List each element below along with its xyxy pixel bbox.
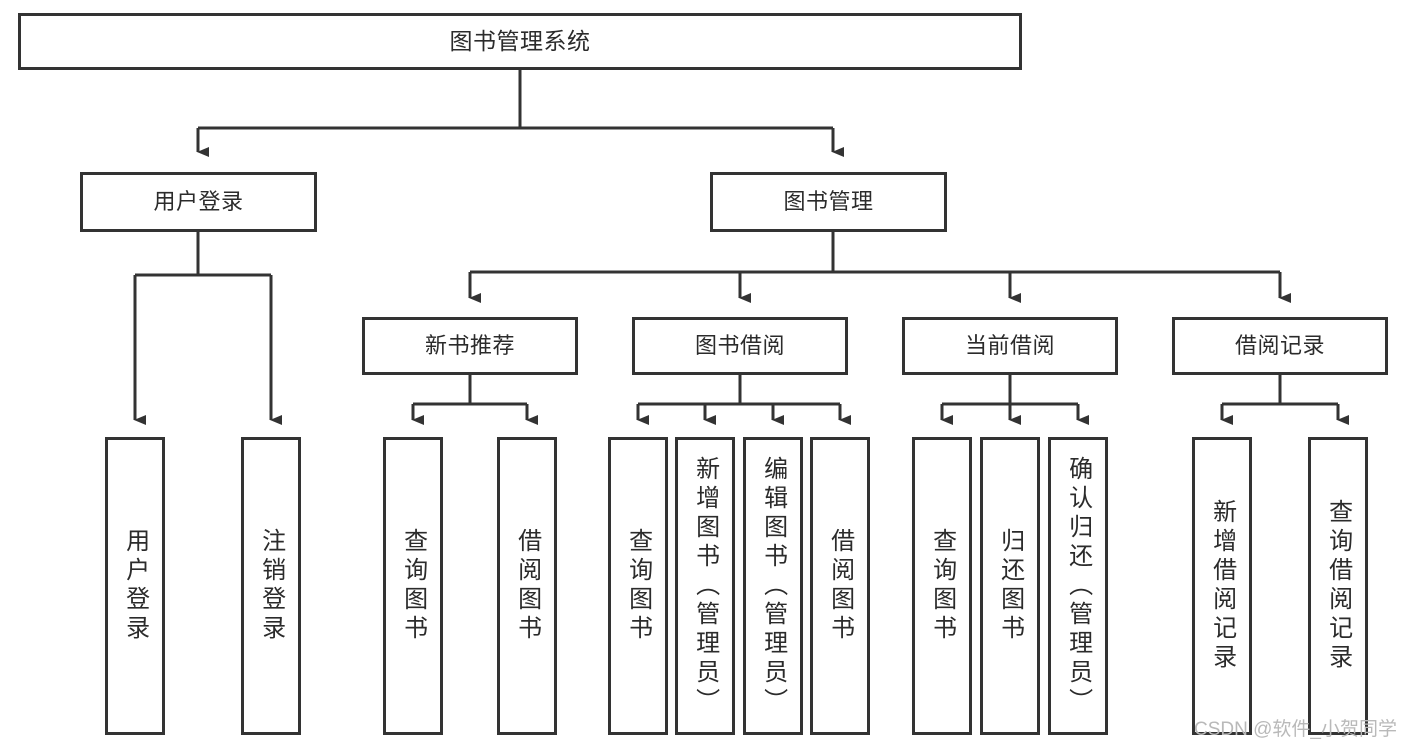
node-borrow-record-label: 借阅记录 (1234, 333, 1325, 359)
leaf-user-login-0-label: 用户登录 (121, 528, 149, 644)
leaf-current-borrow-0[interactable]: 查询图书 (912, 437, 972, 735)
node-root-label: 图书管理系统 (449, 27, 591, 54)
leaf-new-book-1[interactable]: 借阅图书 (497, 437, 557, 735)
leaf-current-borrow-0-label: 查询图书 (928, 528, 956, 644)
leaf-book-borrow-3-label: 借阅图书 (826, 528, 854, 644)
node-book-borrow[interactable]: 图书借阅 (632, 317, 848, 375)
node-new-book-recommend[interactable]: 新书推荐 (362, 317, 578, 375)
leaf-current-borrow-2[interactable]: 确认归还（管理员） (1048, 437, 1108, 735)
leaf-current-borrow-2-label: 确认归还（管理员） (1064, 455, 1092, 717)
leaf-book-borrow-1-label: 新增图书（管理员） (691, 455, 719, 717)
leaf-user-login-1-label: 注销登录 (257, 528, 285, 644)
node-borrow-record[interactable]: 借阅记录 (1172, 317, 1388, 375)
node-book-borrow-label: 图书借阅 (694, 333, 785, 359)
leaf-book-borrow-2[interactable]: 编辑图书（管理员） (743, 437, 803, 735)
node-user-login-label: 用户登录 (153, 189, 244, 215)
leaf-new-book-0[interactable]: 查询图书 (383, 437, 443, 735)
leaf-book-borrow-3[interactable]: 借阅图书 (810, 437, 870, 735)
leaf-current-borrow-1[interactable]: 归还图书 (980, 437, 1040, 735)
node-root-system[interactable]: 图书管理系统 (18, 13, 1022, 70)
leaf-current-borrow-1-label: 归还图书 (996, 528, 1024, 644)
leaf-borrow-record-0-label: 新增借阅记录 (1208, 499, 1236, 673)
node-book-management-label: 图书管理 (783, 189, 874, 215)
leaf-book-borrow-0-label: 查询图书 (624, 528, 652, 644)
node-new-book-recommend-label: 新书推荐 (424, 333, 515, 359)
leaf-book-borrow-0[interactable]: 查询图书 (608, 437, 668, 735)
leaf-user-login-1[interactable]: 注销登录 (241, 437, 301, 735)
watermark-text: CSDN @软件_小贺同学 (1194, 719, 1397, 740)
leaf-borrow-record-1[interactable]: 查询借阅记录 (1308, 437, 1368, 735)
leaf-borrow-record-0[interactable]: 新增借阅记录 (1192, 437, 1252, 735)
node-book-management[interactable]: 图书管理 (710, 172, 947, 232)
node-current-borrow-label: 当前借阅 (964, 333, 1055, 359)
leaf-borrow-record-1-label: 查询借阅记录 (1324, 499, 1352, 673)
leaf-new-book-1-label: 借阅图书 (513, 528, 541, 644)
node-user-login[interactable]: 用户登录 (80, 172, 317, 232)
node-current-borrow[interactable]: 当前借阅 (902, 317, 1118, 375)
leaf-user-login-0[interactable]: 用户登录 (105, 437, 165, 735)
leaf-book-borrow-2-label: 编辑图书（管理员） (759, 455, 787, 717)
leaf-new-book-0-label: 查询图书 (399, 528, 427, 644)
leaf-book-borrow-1[interactable]: 新增图书（管理员） (675, 437, 735, 735)
